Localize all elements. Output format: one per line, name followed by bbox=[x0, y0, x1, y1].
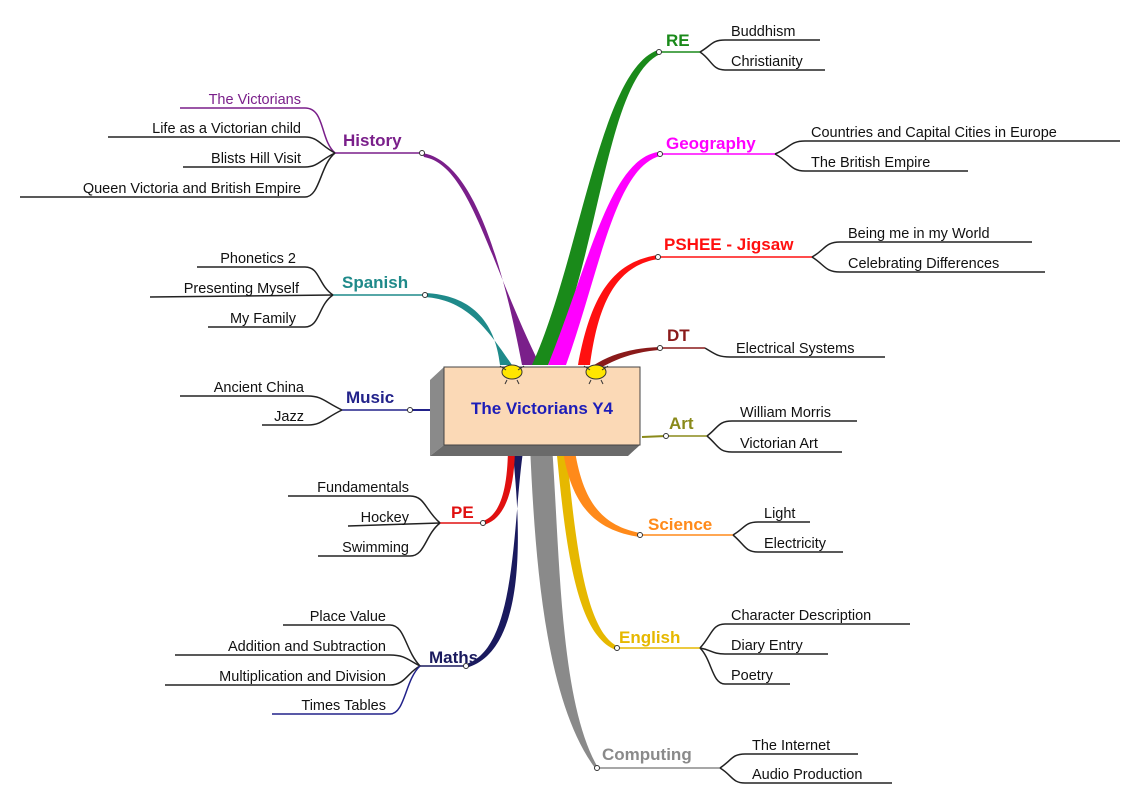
connector-art bbox=[641, 435, 667, 438]
leaf-topic: Jazz bbox=[274, 409, 304, 425]
ribbon-maths bbox=[466, 445, 524, 668]
leaf-topic: Character Description bbox=[731, 608, 871, 624]
ribbon-english bbox=[556, 445, 617, 650]
leaf-topic: Ancient China bbox=[214, 380, 305, 396]
leaf-topic: Life as a Victorian child bbox=[152, 121, 301, 137]
leaf-topic: Diary Entry bbox=[731, 638, 803, 654]
central-topic-title: The Victorians Y4 bbox=[471, 399, 614, 418]
branch-art: Art bbox=[669, 414, 694, 433]
leaf-topic: Celebrating Differences bbox=[848, 256, 999, 272]
ribbon-pe bbox=[483, 445, 515, 525]
leaf-topic: Audio Production bbox=[752, 767, 862, 783]
ribbon-pshee bbox=[578, 255, 658, 365]
branch-spanish: Spanish bbox=[342, 273, 408, 292]
branch-history: History bbox=[343, 131, 402, 150]
central-topic-shadow bbox=[430, 367, 444, 456]
branch-pshee: PSHEE - Jigsaw bbox=[664, 235, 794, 254]
leaf-topic: Times Tables bbox=[301, 698, 386, 714]
leaf-topic: Multiplication and Division bbox=[219, 669, 386, 685]
leaf-topic: Being me in my World bbox=[848, 226, 990, 242]
branch-geography: Geography bbox=[666, 134, 756, 153]
leaf-topic: Electricity bbox=[764, 536, 827, 552]
leaf-topic: Queen Victoria and British Empire bbox=[83, 181, 301, 197]
leaf-topic: Electrical Systems bbox=[736, 341, 854, 357]
branch-maths: Maths bbox=[429, 648, 478, 667]
lightbulb-icon bbox=[499, 364, 525, 385]
ribbon-re bbox=[532, 50, 660, 365]
leaf-topic: Phonetics 2 bbox=[220, 251, 296, 267]
junction-dots bbox=[407, 49, 669, 771]
leaf-topic: Addition and Subtraction bbox=[228, 639, 386, 655]
leaf-topic: Place Value bbox=[310, 609, 386, 625]
branch-re: RE bbox=[666, 31, 690, 50]
leaf-topic: The British Empire bbox=[811, 155, 930, 171]
lightbulb-icon bbox=[583, 364, 609, 385]
branch-pe: PE bbox=[451, 503, 474, 522]
leaf-topic: Hockey bbox=[361, 510, 410, 526]
ribbon-geography bbox=[548, 152, 660, 365]
leaf-topic: Victorian Art bbox=[740, 436, 818, 452]
leaf-topic: The Internet bbox=[752, 738, 830, 754]
leaf-topic: Poetry bbox=[731, 668, 774, 684]
ribbon-dt bbox=[594, 347, 660, 368]
central-topic-box bbox=[443, 366, 641, 446]
central-topic: The Victorians Y4 bbox=[430, 364, 641, 456]
branch-dt: DT bbox=[667, 326, 690, 345]
branch-ribbons bbox=[422, 50, 660, 768]
leaf-topic: William Morris bbox=[740, 405, 831, 421]
leaf-topic: Swimming bbox=[342, 540, 409, 556]
leaf-topic: Countries and Capital Cities in Europe bbox=[811, 125, 1057, 141]
branch-lines bbox=[20, 39, 1120, 784]
leaf-topic: Light bbox=[764, 506, 795, 522]
ribbon-computing bbox=[530, 445, 597, 768]
branch-music: Music bbox=[346, 388, 394, 407]
leaf-topic: My Family bbox=[230, 311, 297, 327]
leaf-topic: The Victorians bbox=[209, 92, 301, 108]
leaf-topic: Buddhism bbox=[731, 24, 795, 40]
branch-english: English bbox=[619, 628, 680, 647]
branch-science: Science bbox=[648, 515, 712, 534]
leaf-topic: Fundamentals bbox=[317, 480, 409, 496]
leaf-topic: Christianity bbox=[731, 54, 803, 70]
ribbon-history bbox=[422, 153, 540, 365]
leaf-topic: Presenting Myself bbox=[184, 281, 300, 297]
ribbon-spanish bbox=[425, 293, 512, 365]
branch-computing: Computing bbox=[602, 745, 692, 764]
leaf-topic: Blists Hill Visit bbox=[211, 151, 301, 167]
